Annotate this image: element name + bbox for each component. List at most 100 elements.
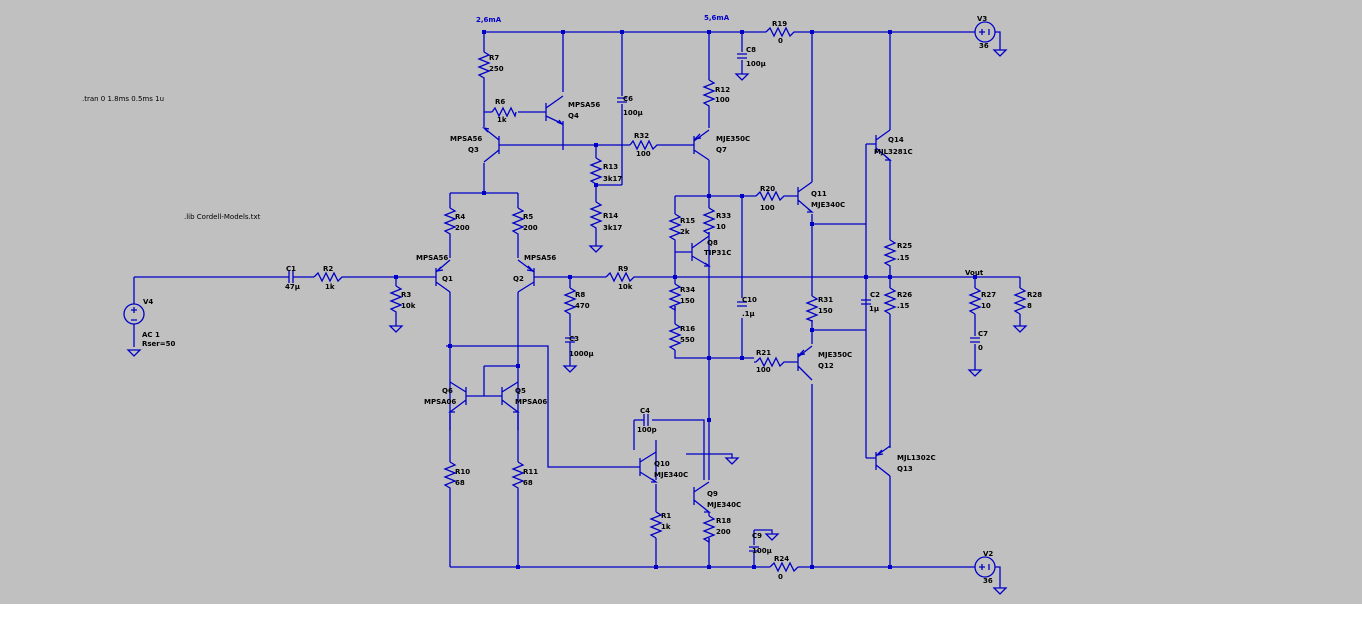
transistor-q2 [517, 259, 535, 293]
capacitor-c3 [565, 337, 575, 362]
q11-name: Q11 [811, 190, 827, 198]
r27-value: 10 [981, 302, 991, 310]
resistor-r19 [765, 26, 798, 38]
q2-model: MPSA56 [524, 254, 556, 262]
wires [133, 31, 1021, 588]
r8-value: 470 [575, 302, 590, 310]
resistor-r33 [702, 207, 716, 236]
q10-model: MJE340C [654, 471, 688, 479]
q7-model: MJE350C [716, 135, 750, 143]
r9-name: R9 [618, 265, 628, 273]
q14-name: Q14 [888, 136, 904, 144]
r24-name: R24 [774, 555, 789, 563]
resistors [313, 26, 1027, 573]
resistor-r2 [313, 271, 346, 283]
r28-value: 8 [1027, 302, 1032, 310]
transistor-q9 [693, 481, 711, 513]
q1-model: MPSA56 [416, 254, 448, 262]
r13-value: 3k17 [603, 175, 622, 183]
r18-name: R18 [716, 517, 731, 525]
r26-name: R26 [897, 291, 912, 299]
ground-symbol [1012, 325, 1028, 333]
transistor-q12 [797, 345, 813, 381]
q5-model: MPSA06 [515, 398, 547, 406]
transistor-q10 [639, 451, 658, 483]
resistor-r10 [443, 461, 457, 492]
r7-name: R7 [489, 54, 499, 62]
c10-value: .1µ [742, 310, 755, 318]
r33-value: 10 [716, 223, 726, 231]
r11-value: 68 [523, 479, 533, 487]
c7-value: 0 [978, 344, 983, 352]
resistor-r5 [511, 207, 525, 238]
r21-value: 100 [756, 366, 771, 374]
c7-name: C7 [978, 330, 988, 338]
r18-value: 200 [716, 528, 731, 536]
resistor-r31 [805, 295, 819, 322]
resistor-r26 [883, 287, 897, 315]
junctions [394, 30, 977, 569]
c4-value: 100p [637, 426, 657, 434]
source-v2 [974, 556, 996, 578]
capacitor-c2 [861, 299, 871, 305]
lib-directive: .lib Cordell-Models.txt [184, 213, 261, 221]
r1-value: 1k [661, 523, 671, 531]
transistor-q14 [866, 129, 892, 161]
c9-name: C9 [752, 532, 762, 540]
ground-symbol [992, 49, 1008, 57]
resistor-r6 [491, 106, 517, 118]
resistor-r14 [589, 201, 603, 232]
q8-model: TIP31C [704, 249, 731, 257]
c4-name: C4 [640, 407, 650, 415]
r21-name: R21 [756, 349, 771, 357]
c3-value: 1000µ [569, 350, 594, 358]
r5-value: 200 [523, 224, 538, 232]
capacitor-c10 [737, 301, 747, 307]
transistor-q5 [501, 381, 520, 413]
resistor-r16 [668, 323, 682, 351]
resistor-r28 [1013, 287, 1027, 315]
c2-name: C2 [870, 291, 880, 299]
c3-name: C3 [569, 335, 579, 343]
transistor-q13 [866, 445, 891, 477]
v4-name: V4 [143, 298, 153, 306]
r25-value: .15 [897, 254, 910, 262]
transistor-q4 [545, 95, 564, 126]
r15-name: R15 [680, 217, 695, 225]
r13-name: R13 [603, 163, 618, 171]
r3-name: R3 [401, 291, 411, 299]
r1-name: R1 [661, 512, 671, 520]
r2-name: R2 [323, 265, 333, 273]
tran-directive: .tran 0 1.8ms 0.5ms 1u [82, 95, 164, 103]
capacitor-c7 [970, 337, 980, 343]
r26-value: .15 [897, 302, 910, 310]
r3-value: 10k [401, 302, 416, 310]
resistor-r12 [702, 79, 716, 108]
ground-symbol [562, 362, 578, 373]
q13-model: MJL1302C [897, 454, 936, 462]
capacitors [286, 53, 980, 552]
r10-value: 68 [455, 479, 465, 487]
transistor-q3 [482, 126, 500, 163]
q3-model: MPSA56 [450, 135, 482, 143]
r32-name: R32 [634, 132, 649, 140]
v4-value: AC 1 [142, 331, 160, 339]
r16-name: R16 [680, 325, 695, 333]
c6-value: 100µ [623, 109, 643, 117]
r27-name: R27 [981, 291, 996, 299]
ground-symbol [126, 349, 142, 357]
r33-name: R33 [716, 212, 731, 220]
v2-value: 36 [983, 577, 993, 585]
transistor-q7 [693, 129, 710, 161]
r9-value: 10k [618, 283, 633, 291]
ground-symbol [388, 314, 404, 333]
r4-name: R4 [455, 213, 465, 221]
r15-value: 2k [680, 228, 690, 236]
c1-name: C1 [286, 265, 296, 273]
q1-name: Q1 [442, 275, 453, 283]
r12-value: 100 [715, 96, 730, 104]
r34-value: 150 [680, 297, 695, 305]
resistor-r4 [443, 207, 457, 238]
ground-symbol [967, 369, 983, 377]
r19-name: R19 [772, 20, 787, 28]
